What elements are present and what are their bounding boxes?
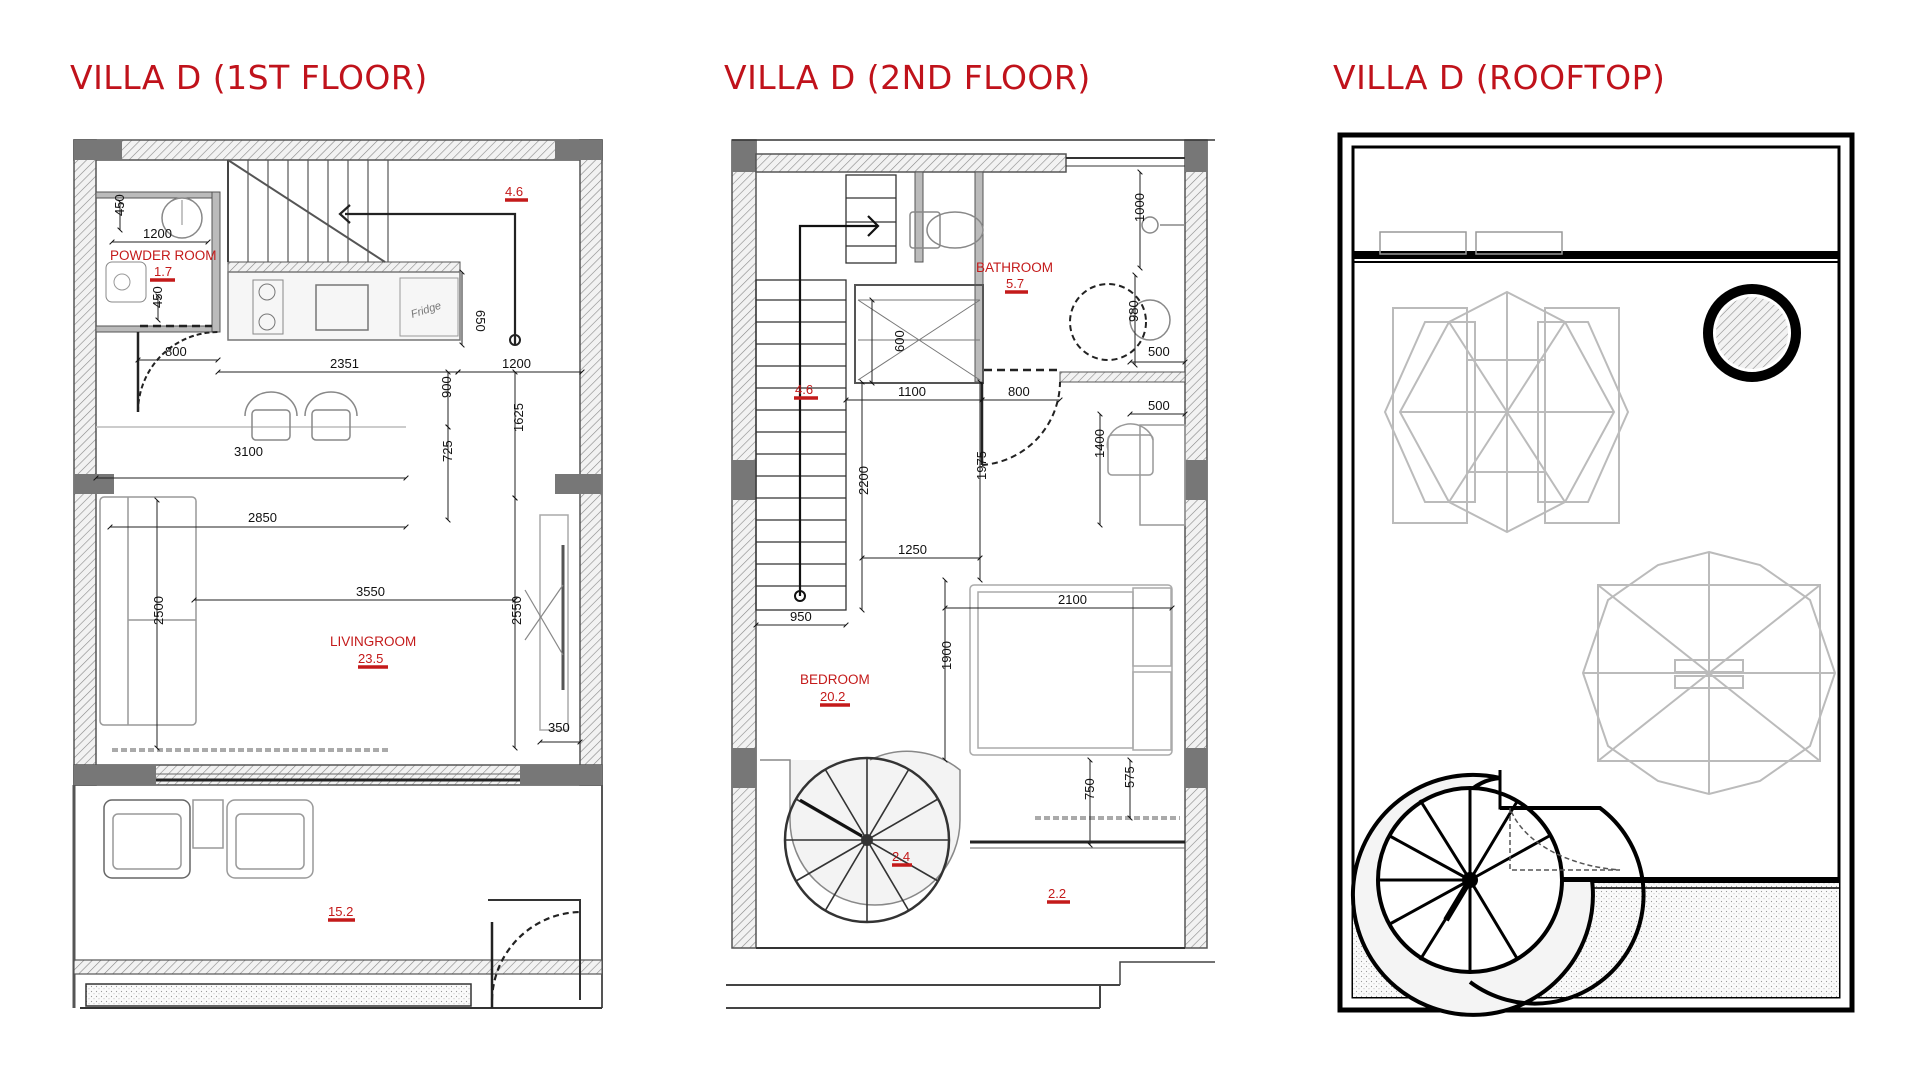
dim-1400: 1400 bbox=[1092, 429, 1107, 458]
dim-750: 750 bbox=[1082, 778, 1097, 800]
dim-800: 800 bbox=[165, 344, 187, 359]
balcony-area: 2.2 bbox=[1048, 886, 1066, 901]
dim-2200: 2200 bbox=[856, 466, 871, 495]
dim-1100: 1100 bbox=[898, 384, 926, 399]
second-floor-title: VILLA D (2ND FLOOR) bbox=[724, 58, 1091, 97]
dim-650: 650 bbox=[473, 310, 488, 332]
dim-1250: 1250 bbox=[898, 542, 927, 557]
first-floor-title: VILLA D (1ST FLOOR) bbox=[70, 58, 428, 97]
dim-900: 900 bbox=[439, 376, 454, 398]
dim-500-a: 500 bbox=[1148, 344, 1170, 359]
dim-2351: 2351 bbox=[330, 356, 359, 371]
dim-450-b: 450 bbox=[150, 286, 165, 308]
living-room-label: LIVINGROOM bbox=[330, 634, 416, 649]
dim-1975: 1975 bbox=[974, 451, 989, 480]
dim-1200-a: 1200 bbox=[143, 226, 172, 241]
spiral-stair-area: 2.4 bbox=[892, 849, 910, 864]
dim-2550: 2550 bbox=[509, 596, 524, 625]
dim-3100: 3100 bbox=[234, 444, 263, 459]
bedroom-area: 20.2 bbox=[820, 689, 845, 704]
dim-1625: 1625 bbox=[511, 403, 526, 432]
dim-1200-b: 1200 bbox=[502, 356, 531, 371]
dim-500-b: 500 bbox=[1148, 398, 1170, 413]
rooftop-plan bbox=[1337, 132, 1855, 1017]
dim-2850: 2850 bbox=[248, 510, 277, 525]
bathroom-area: 5.7 bbox=[1006, 276, 1024, 291]
dim-800-second: 800 bbox=[1008, 384, 1030, 399]
dim-575: 575 bbox=[1122, 766, 1137, 788]
terrace-area: 15.2 bbox=[328, 904, 353, 919]
bathroom-label: BATHROOM bbox=[976, 260, 1053, 275]
bedroom-label: BEDROOM bbox=[800, 672, 870, 687]
stair-area-first: 4.6 bbox=[505, 184, 523, 199]
first-floor-plan: Fridge bbox=[72, 139, 603, 1009]
dim-725: 725 bbox=[440, 440, 455, 462]
powder-room-label: POWDER ROOM bbox=[110, 248, 217, 263]
stair-area-second: 4.6 bbox=[795, 382, 813, 397]
dim-3550: 3550 bbox=[356, 584, 385, 599]
living-room-area: 23.5 bbox=[358, 651, 383, 666]
dim-1900: 1900 bbox=[939, 641, 954, 670]
second-floor-plan: 1000 600 980 500 1100 800 500 1400 1975 … bbox=[726, 139, 1215, 1009]
dim-950: 950 bbox=[790, 609, 812, 624]
powder-room-area: 1.7 bbox=[154, 264, 172, 279]
dim-980: 980 bbox=[1126, 300, 1141, 322]
dim-350: 350 bbox=[548, 720, 570, 735]
dim-2100: 2100 bbox=[1058, 592, 1087, 607]
rooftop-title: VILLA D (ROOFTOP) bbox=[1333, 58, 1666, 97]
dim-600: 600 bbox=[892, 330, 907, 352]
dim-450-a: 450 bbox=[112, 194, 127, 216]
dim-2500: 2500 bbox=[151, 596, 166, 625]
dim-1000: 1000 bbox=[1132, 193, 1147, 222]
